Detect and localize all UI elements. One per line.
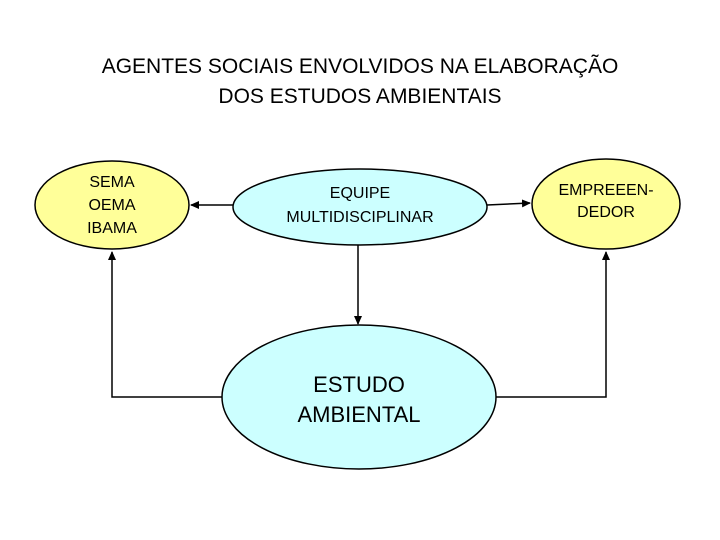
node-agencies-line-2: OEMA [88,196,136,214]
title-line-2: DOS ESTUDOS AMBIENTAIS [218,85,502,108]
arrow-study-to-entrepreneur [496,251,610,398]
arrow-team-to-entrepreneur [486,199,531,208]
node-agencies-label: SEMA OEMA IBAMA [52,168,172,242]
node-study-line-2: AMBIENTAL [297,402,421,427]
node-study-line-1: ESTUDO [313,372,405,397]
node-team-line-2: MULTIDISCIPLINAR [286,209,434,226]
node-entrepreneur-line-1: EMPREEEN- [558,182,654,199]
node-entrepreneur-label: EMPREEEN- DEDOR [546,176,666,228]
node-entrepreneur-shape [531,158,681,250]
node-entrepreneur-line-2: DEDOR [577,204,635,221]
node-agencies-line-1: SEMA [89,173,135,191]
arrow-study-to-agencies [108,251,222,398]
node-team-line-1: EQUIPE [329,185,391,202]
node-agencies-line-3: IBAMA [87,219,137,237]
node-team-shape [232,168,488,246]
title-line-1: AGENTES SOCIAIS ENVOLVIDOS NA ELABORAÇÃO [101,55,619,78]
node-agencies-shape [34,160,190,250]
node-study-shape [221,324,497,470]
diagram-title: AGENTES SOCIAIS ENVOLVIDOS NA ELABORAÇÃO… [0,52,720,112]
node-team-label: EQUIPE MULTIDISCIPLINAR [250,178,470,234]
node-study-label: ESTUDO AMBIENTAL [269,368,449,432]
